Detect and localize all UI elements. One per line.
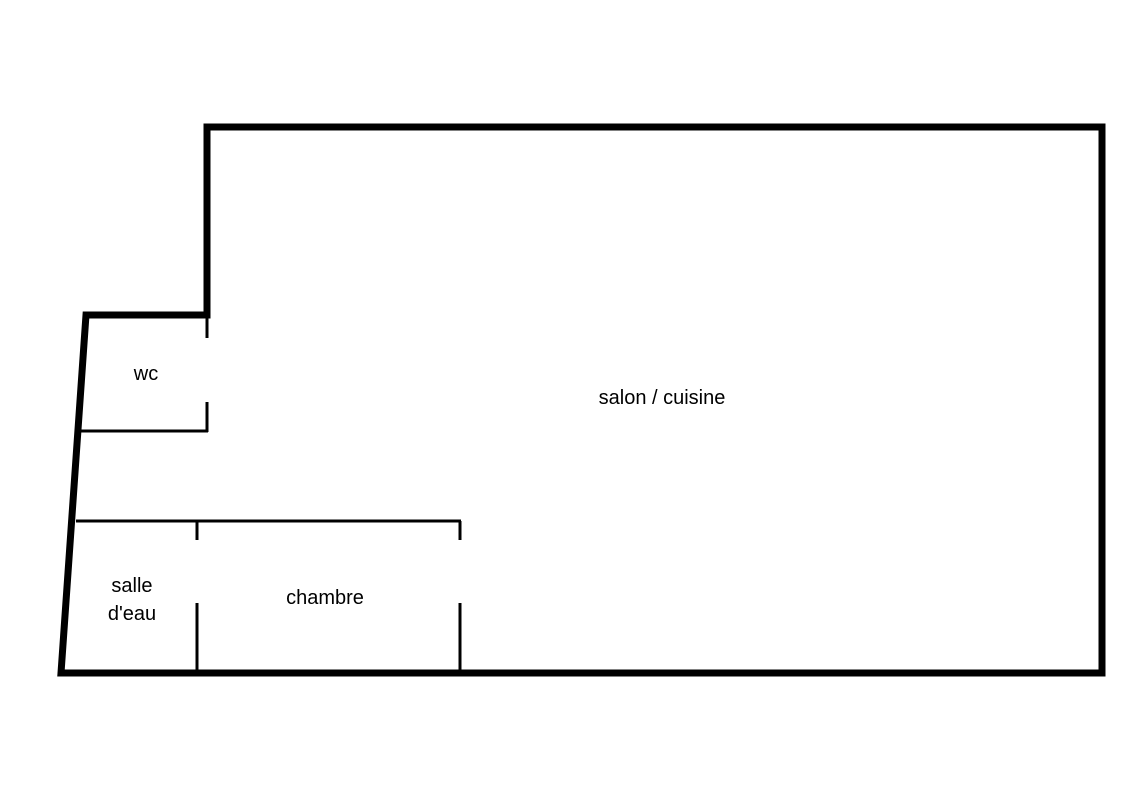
room-label-salon-cuisine: salon / cuisine bbox=[599, 387, 726, 409]
room-label-chambre: chambre bbox=[286, 587, 364, 609]
outer-wall bbox=[57, 123, 1106, 677]
room-label-wc: wc bbox=[133, 363, 158, 385]
room-label-salle-line2: d'eau bbox=[108, 603, 156, 625]
room-label-salle-line1: salle bbox=[111, 575, 152, 597]
